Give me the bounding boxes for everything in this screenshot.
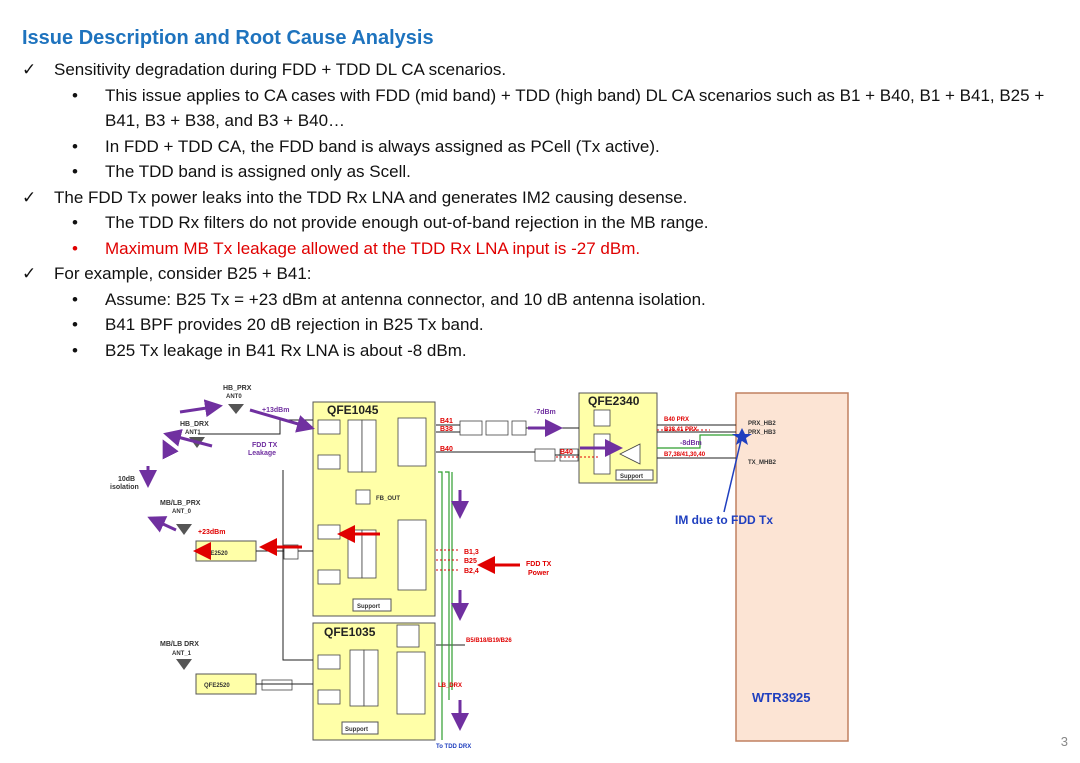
wtr3925-block [735,392,849,742]
bullet-text: B41 BPF provides 20 dB rejection in B25 … [105,315,484,334]
bullet-text: This issue applies to CA cases with FDD … [105,85,1045,131]
plus13-label: +13dBm [262,407,289,414]
bullet-text: In FDD + TDD CA, the FDD band is always … [105,136,660,156]
fdd-leak-label: Leakage [248,450,276,457]
im-label: IM due to FDD Tx [675,513,773,527]
purple-arrows [139,399,623,731]
fdd-power-label: Power [528,570,549,577]
support-box [352,598,392,612]
b41-label: B41 [440,418,453,425]
support-label: Support [357,604,380,610]
bullet-l1: ✓ For example, consider B25 + B41: [22,261,1062,287]
prx-hb3-label: PRX_HB3 [748,430,776,436]
hb-prx-label: HB_PRX [223,385,252,392]
to-tdd-drx-label: To TDD DRX [436,744,471,750]
bullet-l1: ✓ The FDD Tx power leaks into the TDD Rx … [22,185,1062,211]
ant-0-label: ANT_0 [172,509,192,515]
bullet-text: Sensitivity degradation during FDD + TDD… [54,60,507,79]
plus23-label: +23dBm [198,529,225,536]
im-star-icon [732,428,752,445]
mb-drx-label: MB/LB DRX [160,641,199,648]
fb-out-label: FB_OUT [376,496,400,502]
lbdrx-label: LB_DRX [438,683,462,689]
page-number: 3 [1060,734,1068,749]
bullet-dot-icon: • [72,213,78,232]
bullet-l2: • B41 BPF provides 20 dB rejection in B25… [22,312,1062,338]
tx-mhb2-label: TX_MHB2 [748,460,777,466]
bullet-text: Assume: B25 Tx = +23 dBm at antenna conn… [105,289,706,309]
qfe2520-label: QFE2520 [204,683,230,689]
bullet-text: Maximum MB Tx leakage allowed at the TDD… [105,238,641,258]
check-icon: ✓ [22,264,37,283]
fdd-leak-label: FDD TX [252,442,278,449]
bullet-dot-icon: • [72,85,78,105]
red-dotted-paths [436,429,710,571]
b40b-label: B40 [560,449,573,456]
qfe1035-label: QFE1035 [324,625,376,639]
bullet-list: ✓ Sensitivity degradation during FDD + TD… [22,57,1062,363]
bullet-l2: • In FDD + TDD CA, the FDD band is always… [22,134,1062,160]
bullet-l1: ✓ Sensitivity degradation during FDD + TD… [22,57,1062,83]
bullet-text: The FDD Tx power leaks into the TDD Rx L… [54,187,688,207]
qfe2340-label: QFE2340 [588,394,640,408]
b5-label: B5/B18/B19/B26 [466,638,512,644]
check-icon: ✓ [22,187,37,207]
ant-1-label: ANT_1 [172,651,192,657]
b13-label: B1,3 [464,549,479,556]
wtr3925-label: WTR3925 [752,690,811,705]
bullet-dot-icon: • [72,238,78,258]
iso-label: isolation [110,484,139,491]
bullet-dot-icon: • [72,340,78,360]
hb-drx-label: HB_DRX [180,421,209,428]
support-box [615,469,654,481]
bullet-dot-icon: • [72,315,78,334]
slide-title: Issue Description and Root Cause Analysi… [22,27,434,49]
antenna-icon [176,404,244,670]
b7-label: B7,38/41,30,40 [664,452,706,458]
bullet-dot-icon: • [72,136,78,156]
bullet-text: The TDD band is assigned only as Scell. [105,162,411,181]
minus8-label: -8dBm [680,440,702,447]
ant1-label: ANT1 [185,430,201,436]
b24-label: B2,4 [464,568,479,575]
support-label: Support [345,727,368,733]
mb-prx-label: MB/LB_PRX [160,500,201,507]
prx-hb2-label: PRX_HB2 [748,421,776,427]
red-arrows [193,525,520,574]
support-label: Support [620,474,643,480]
bullet-text: The TDD Rx filters do not provide enough… [105,213,709,232]
bullet-l2: • This issue applies to CA cases with FDD… [22,83,1062,134]
minus7-label: -7dBm [534,409,556,416]
b40-label: B40 [440,446,453,453]
bullet-l2: • The TDD band is assigned only as Scell. [22,159,1062,185]
bullet-l2: • B25 Tx leakage in B41 Rx LNA is about -… [22,338,1062,364]
qfe1045-label: QFE1045 [327,403,379,417]
ant0-label: ANT0 [226,394,242,400]
qfe2340-block [578,392,658,484]
qfe1035-internals [317,624,426,715]
bullet-text: B25 Tx leakage in B41 Rx LNA is about -8… [105,340,467,360]
bullet-l2-highlight: • Maximum MB Tx leakage allowed at the TD… [22,236,1062,262]
bullet-dot-icon: • [72,289,78,309]
im-pointer-line [723,435,743,513]
b25-label: B25 [464,558,477,565]
b38-label: B38 [440,426,453,433]
b40prx-label: B40 PRX [664,417,689,423]
bullet-l2: • Assume: B25 Tx = +23 dBm at antenna con… [22,287,1062,313]
qfe1045-internals [317,417,427,591]
iso-label: 10dB [118,476,135,483]
b3841prx-label: B38,41 PRX [664,427,697,433]
check-icon: ✓ [22,60,37,79]
bullet-text: For example, consider B25 + B41: [54,264,312,283]
qfe2520-label: QFE2520 [202,551,228,557]
bullet-dot-icon: • [72,162,78,181]
fdd-power-label: FDD TX [526,561,552,568]
bullet-l2: • The TDD Rx filters do not provide enoug… [22,210,1062,236]
support-box [341,721,379,735]
